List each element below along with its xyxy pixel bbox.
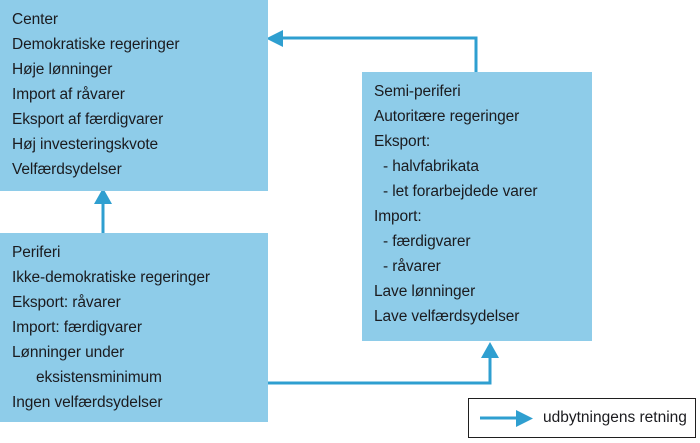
box-center-line-1: Center xyxy=(12,11,58,28)
box-semi-line-1: Semi-periferi xyxy=(374,83,461,100)
box-center-line-2: Demokratiske regeringer xyxy=(12,36,180,53)
arrow-periphery-to-semi xyxy=(268,342,499,385)
box-center-line-3: Høje lønninger xyxy=(12,61,113,78)
box-center-line-5: Eksport af færdigvarer xyxy=(12,111,164,128)
box-periphery-line-1: Periferi xyxy=(12,244,61,261)
box-semi-line-5: - let forarbejdede varer xyxy=(383,183,538,200)
box-semi-line-9: Lave lønninger xyxy=(374,283,476,300)
box-center-line-6: Høj investeringskvote xyxy=(12,136,159,153)
box-semi-line-2: Autoritære regeringer xyxy=(374,108,520,125)
box-periphery-line-2: Ikke-demokratiske regeringer xyxy=(12,269,210,286)
box-semi-periphery: Semi-periferi Autoritære regeringer Eksp… xyxy=(362,72,592,341)
box-semi-line-4: - halvfabrikata xyxy=(383,158,479,175)
box-periphery: Periferi Ikke-demokratiske regeringer Ek… xyxy=(0,233,268,422)
legend-label: udbytningens retning xyxy=(543,409,687,426)
box-periphery-line-3: Eksport: råvarer xyxy=(12,294,121,311)
arrow-semi-to-center xyxy=(266,30,478,72)
box-semi-periphery-lines: Semi-periferi Autoritære regeringer Eksp… xyxy=(374,79,586,329)
box-periphery-line-7: Ingen velfærdsydelser xyxy=(12,394,163,411)
box-periphery-lines: Periferi Ikke-demokratiske regeringer Ek… xyxy=(12,240,262,415)
arrow-periphery-to-center xyxy=(94,188,112,233)
box-semi-line-7: - færdigvarer xyxy=(383,233,471,250)
box-periphery-line-5: Lønninger under xyxy=(12,344,125,361)
legend-arrow-icon xyxy=(480,410,533,427)
box-center-line-7: Velfærdsydelser xyxy=(12,161,122,178)
box-semi-line-6: Import: xyxy=(374,208,422,225)
box-center: Center Demokratiske regeringer Høje lønn… xyxy=(0,0,268,191)
box-center-lines: Center Demokratiske regeringer Høje lønn… xyxy=(12,7,262,182)
box-center-line-4: Import af råvarer xyxy=(12,86,125,103)
box-semi-line-3: Eksport: xyxy=(374,133,431,150)
box-periphery-line-6: eksistensminimum xyxy=(36,369,162,386)
box-semi-line-10: Lave velfærdsydelser xyxy=(374,308,520,325)
box-semi-line-8: - råvarer xyxy=(383,258,441,275)
legend: udbytningens retning xyxy=(468,398,696,438)
box-periphery-line-4: Import: færdigvarer xyxy=(12,319,142,336)
